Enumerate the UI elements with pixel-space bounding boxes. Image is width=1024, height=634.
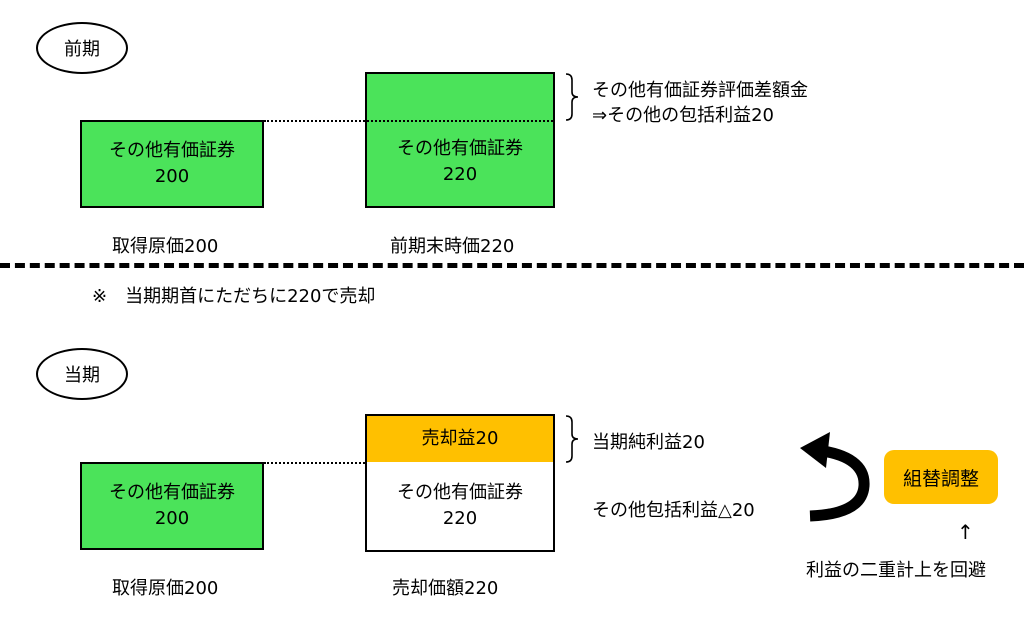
current-acquisition-box: その他有価証券 200 (80, 462, 264, 550)
current-acquisition-box-title: その他有価証券 (109, 481, 235, 503)
reclassification-adjustment-label: 組替調整 (902, 467, 979, 490)
prior-acquisition-box-title: その他有価証券 (109, 139, 235, 161)
prior-period-label: 前期 (64, 39, 100, 60)
current-period-oval: 当期 (36, 348, 128, 400)
sale-price-caption: 売却価額220 (392, 578, 499, 599)
prior-acquisition-box: その他有価証券 200 (80, 120, 264, 208)
gain-on-sale-box: 売却益20 (365, 414, 555, 464)
prior-end-box-title: その他有価証券 (397, 138, 523, 159)
prior-end-caption: 前期末時価220 (390, 236, 515, 257)
prior-right-brace (565, 73, 579, 121)
sale-note: ※ 当期期首にただちに220で売却 (92, 286, 376, 307)
current-acquisition-caption: 取得原価200 (112, 578, 219, 599)
current-right-brace (565, 415, 579, 463)
prior-acquisition-box-value: 200 (154, 166, 190, 187)
sale-price-box-value: 220 (442, 508, 478, 529)
net-income-text: 当期純利益20 (592, 432, 705, 453)
reclassification-curved-arrow-icon (800, 432, 870, 522)
reclassification-adjustment-badge: 組替調整 (884, 450, 998, 504)
sale-price-box: その他有価証券 220 (365, 462, 555, 552)
current-acquisition-box-value: 200 (154, 508, 190, 529)
avoid-double-count-text: 利益の二重計上を回避 (806, 560, 986, 581)
current-period-label: 当期 (64, 365, 100, 386)
gain-on-sale-label: 売却益20 (421, 427, 499, 449)
up-arrow-icon: ↑ (957, 520, 974, 544)
oci-text: その他包括利益△20 (592, 500, 755, 521)
prior-connector-line (264, 120, 365, 122)
prior-brace-text-line1: その他有価証券評価差額金 (592, 80, 808, 101)
prior-end-box-divider (367, 120, 553, 122)
prior-acquisition-caption: 取得原価200 (112, 236, 219, 257)
section-divider (0, 263, 1024, 268)
prior-brace-text-line2: ⇒その他の包括利益20 (592, 105, 774, 126)
sale-price-box-title: その他有価証券 (397, 481, 523, 503)
current-connector-line (264, 462, 365, 464)
prior-period-oval: 前期 (36, 22, 128, 74)
prior-end-box-value: 220 (442, 164, 478, 186)
prior-end-value-box: その他有価証券 220 (365, 72, 555, 208)
